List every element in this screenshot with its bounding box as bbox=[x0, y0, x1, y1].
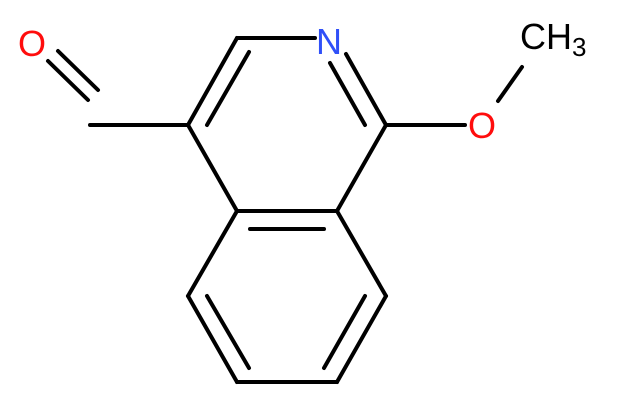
bond-o-ch3 bbox=[496, 65, 524, 103]
methyl-label: CH3 bbox=[520, 16, 586, 62]
methyl-carbon-text: CH bbox=[520, 16, 572, 57]
bond-c5-c6 bbox=[186, 294, 239, 384]
bond-n-c1-inner bbox=[328, 61, 367, 127]
aldehyde-oxygen-label: O bbox=[18, 23, 46, 64]
methyl-subscript: 3 bbox=[572, 32, 586, 62]
bond-c1-c8a bbox=[335, 123, 388, 213]
bond-c5-c6-inner bbox=[205, 294, 251, 370]
bond-c4-c3-inner bbox=[205, 50, 251, 127]
bond-c4-c3 bbox=[186, 36, 239, 127]
bond-c7-c8-inner bbox=[322, 294, 367, 370]
bond-c8-c8a bbox=[335, 209, 388, 298]
bond-c4a-c5 bbox=[186, 209, 239, 298]
bond-c-o-aldehyde-double-inner bbox=[56, 49, 100, 92]
bond-n-c1 bbox=[344, 52, 388, 127]
bond-c4a-c4 bbox=[186, 123, 239, 213]
ether-oxygen-label: O bbox=[468, 105, 496, 146]
bond-c7-c8 bbox=[335, 294, 388, 384]
bond-c-o-aldehyde-double-outer bbox=[46, 59, 90, 102]
ring-nitrogen-label: N bbox=[316, 21, 342, 62]
